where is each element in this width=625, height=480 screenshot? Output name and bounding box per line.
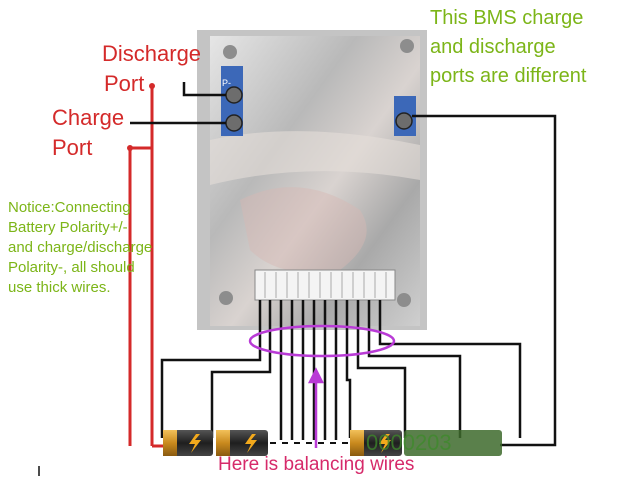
discharge-port-label-2: Port: [104, 71, 145, 96]
bms-note-line: This BMS charge: [430, 7, 584, 29]
lightning-icon: [189, 434, 201, 453]
black-wires: [130, 82, 557, 447]
pointer-arrow: [307, 367, 325, 448]
notice-line: and charge/discharge: [8, 239, 153, 256]
terminal-screw-icon: [395, 112, 413, 130]
screw-icon: [223, 45, 237, 59]
notice-line: use thick wires.: [8, 279, 111, 296]
screw-icon: [400, 39, 414, 53]
screw-icon: [397, 293, 411, 307]
discharge-port-label: Discharge: [102, 41, 202, 66]
bms-note-line: ports are different: [430, 65, 587, 87]
notice-line: Notice:Connecting: [8, 199, 131, 216]
watermark: 0000203: [366, 430, 452, 455]
bms-board: [197, 30, 427, 330]
red-wires: [128, 86, 170, 448]
connector-header-icon: [254, 269, 396, 301]
lightning-icon: [245, 434, 257, 453]
battery-icon: [404, 430, 502, 456]
terminal-screw-icon: [225, 114, 243, 132]
balancing-ellipse: [248, 324, 396, 358]
lightning-icon: [379, 434, 391, 453]
notice-line: Polarity-, all should: [8, 259, 135, 276]
battery-icon: [163, 430, 213, 456]
balancing-wires-label: Here is balancing wires: [218, 454, 415, 475]
battery-icon: [350, 430, 402, 456]
charge-port-label-2: Port: [52, 135, 93, 160]
notice-line: Battery Polarity+/-: [8, 219, 128, 236]
bms-note-line: and discharge: [430, 36, 556, 58]
terminal-screw-icon: [225, 86, 243, 104]
board-marking: P-: [222, 78, 231, 88]
screw-icon: [219, 291, 233, 305]
battery-icon: [216, 430, 268, 456]
charge-port-label: Charge: [52, 105, 125, 130]
